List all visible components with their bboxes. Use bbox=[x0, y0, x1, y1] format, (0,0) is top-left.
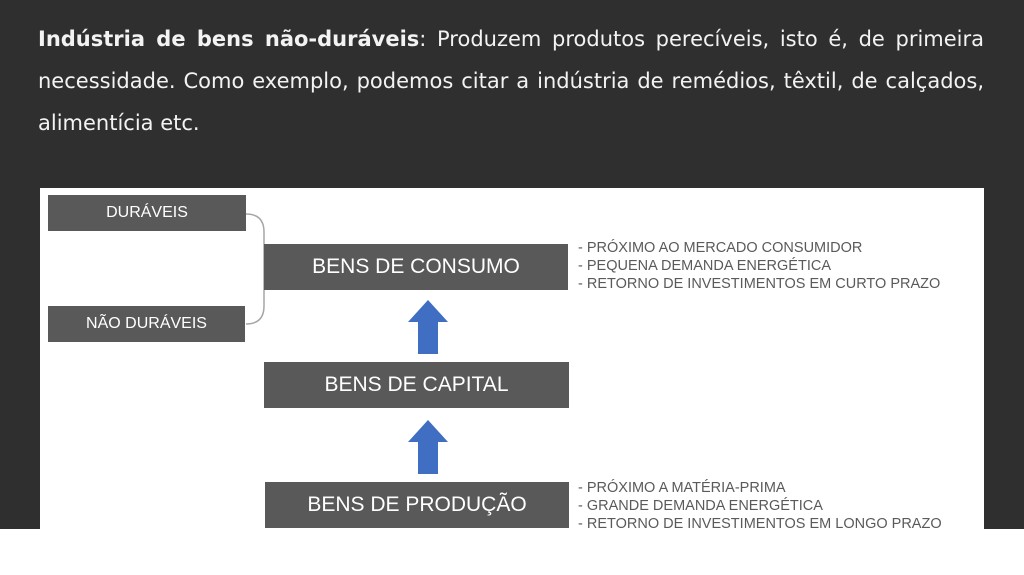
producao-notes: - PRÓXIMO A MATÉRIA-PRIMA - GRANDE DEMAN… bbox=[578, 479, 942, 529]
consumo-note: - PRÓXIMO AO MERCADO CONSUMIDOR bbox=[578, 240, 863, 256]
paragraph-bold: Indústria de bens não-duráveis bbox=[38, 27, 420, 51]
consumo-note: - PEQUENA DEMANDA ENERGÉTICA bbox=[578, 258, 831, 274]
bracket-connector bbox=[245, 213, 266, 325]
box-bens-de-capital: BENS DE CAPITAL bbox=[264, 362, 569, 408]
consumo-note: - RETORNO DE INVESTIMENTOS EM CURTO PRAZ… bbox=[578, 276, 941, 292]
paragraph: Indústria de bens não-duráveis: Produzem… bbox=[38, 18, 984, 144]
arrow-up-icon bbox=[408, 300, 448, 354]
box-nao-duraveis: NÃO DURÁVEIS bbox=[48, 306, 245, 342]
arrow-up-icon bbox=[408, 420, 448, 474]
diagram-panel: DURÁVEIS NÃO DURÁVEIS BENS DE CONSUMO BE… bbox=[40, 188, 984, 529]
box-bens-de-consumo: BENS DE CONSUMO bbox=[264, 244, 568, 290]
producao-note: - GRANDE DEMANDA ENERGÉTICA bbox=[578, 498, 823, 514]
producao-note: - PRÓXIMO A MATÉRIA-PRIMA bbox=[578, 480, 786, 496]
box-duraveis: DURÁVEIS bbox=[48, 195, 246, 231]
box-bens-de-producao: BENS DE PRODUÇÃO bbox=[265, 482, 569, 528]
paragraph-text: : Produzem produtos perecíveis, isto é, … bbox=[38, 27, 985, 135]
consumo-notes: - PRÓXIMO AO MERCADO CONSUMIDOR - PEQUEN… bbox=[578, 239, 940, 293]
producao-note: - RETORNO DE INVESTIMENTOS EM LONGO PRAZ… bbox=[578, 516, 942, 529]
